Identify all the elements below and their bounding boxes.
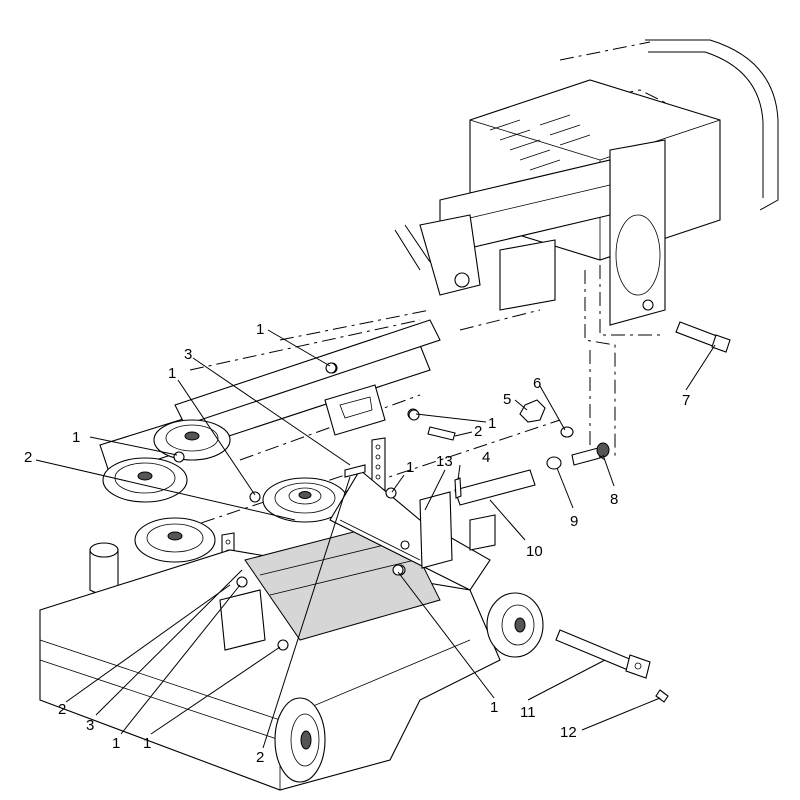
front-caster-wheel [274, 697, 326, 783]
callout-labels: 1 1 1 1 1 1 1 1 2 2 2 2 3 3 4 5 6 7 8 9 … [24, 321, 690, 766]
callout-1: 1 [72, 429, 80, 446]
callout-1: 1 [406, 459, 414, 476]
bolt-12 [655, 689, 669, 703]
bolt-2 [344, 464, 366, 478]
callout-8: 8 [610, 491, 618, 508]
rod-11 [555, 629, 651, 679]
callout-3: 3 [184, 346, 192, 363]
deck-lift-frame [99, 319, 456, 476]
height-chain-right [371, 437, 386, 493]
callout-6: 6 [533, 375, 541, 392]
callout-2: 2 [24, 449, 32, 466]
pulley-left-low [134, 517, 216, 563]
pulley-left-mid [102, 457, 188, 503]
callout-9: 9 [570, 513, 578, 530]
callout-2: 2 [256, 749, 264, 766]
callout-1: 1 [488, 415, 496, 432]
callout-1: 1 [112, 735, 120, 752]
callout-12: 12 [560, 724, 577, 741]
callout-2: 2 [474, 423, 482, 440]
nut-1f [392, 564, 404, 576]
callout-3: 3 [86, 717, 94, 734]
nut-5 [519, 399, 546, 423]
callout-11: 11 [520, 704, 536, 721]
callout-7: 7 [682, 392, 690, 409]
callout-1: 1 [168, 365, 176, 382]
nut-1c [173, 451, 185, 463]
callout-10: 10 [526, 543, 543, 560]
bolt-8 [571, 447, 601, 466]
callout-2: 2 [58, 701, 66, 718]
bolt-7 [675, 321, 731, 353]
nut-1d [249, 491, 261, 503]
nut-1e [385, 487, 397, 499]
pin-4 [454, 477, 462, 499]
callout-13: 13 [436, 453, 453, 470]
callout-1: 1 [256, 321, 264, 338]
nut-1b [408, 409, 420, 421]
anti-scalp-roller [486, 592, 544, 658]
callout-4: 4 [482, 449, 490, 466]
callout-5: 5 [503, 391, 511, 408]
hardware [173, 362, 669, 703]
spindle-tube [89, 542, 119, 595]
leader-lines [35, 329, 716, 749]
rear-frame [394, 39, 779, 326]
washer-6 [560, 426, 574, 438]
nut-1g [236, 576, 248, 588]
nut-9 [546, 456, 562, 470]
callout-1: 1 [143, 735, 151, 752]
nut-1h [277, 639, 289, 651]
callout-1: 1 [490, 699, 498, 716]
lift-bar-10 [419, 469, 536, 569]
